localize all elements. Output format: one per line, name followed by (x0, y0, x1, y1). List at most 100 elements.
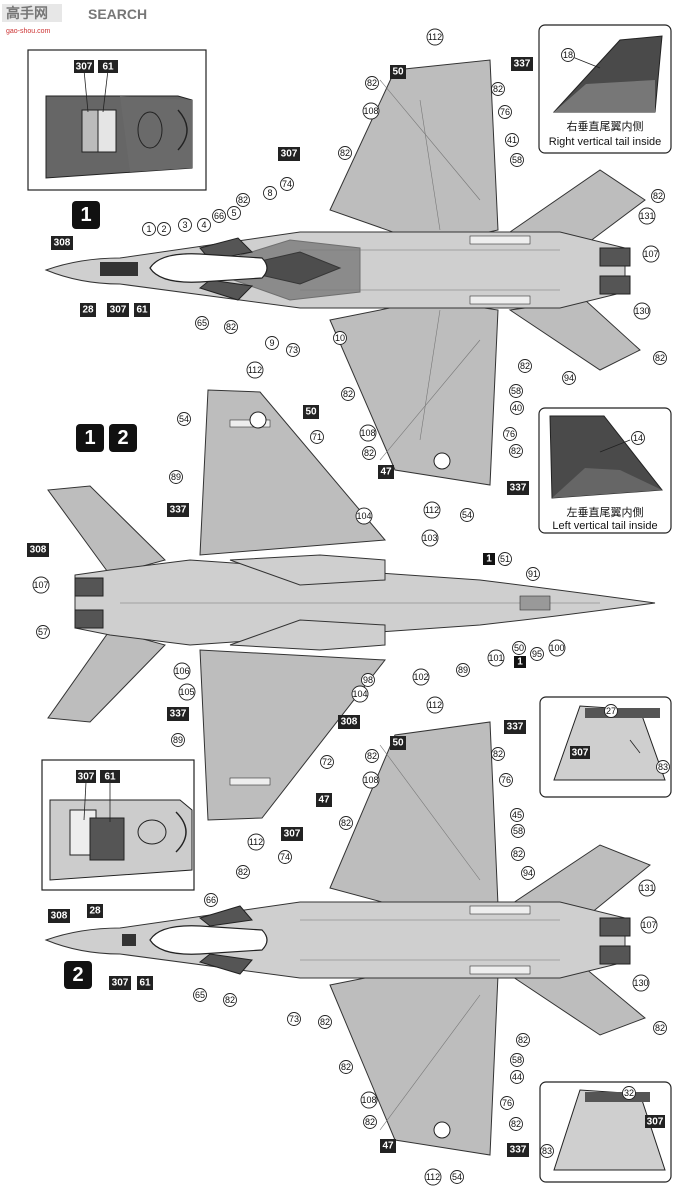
svg-text:76: 76 (500, 107, 510, 117)
svg-text:82: 82 (655, 353, 665, 363)
inset-tail-detail-2: 32 83 307 (539, 1081, 672, 1183)
callout-72-73: 72 (320, 755, 334, 769)
svg-text:91: 91 (528, 569, 538, 579)
callout-82-110: 82 (363, 1115, 377, 1129)
option-markers: 1 1 2 2 1 1 (64, 201, 526, 989)
svg-text:101: 101 (488, 653, 503, 663)
svg-text:50: 50 (514, 643, 524, 653)
svg-text:100: 100 (549, 643, 564, 653)
watermark-brand: SEARCH (88, 6, 147, 22)
svg-text:307: 307 (110, 305, 127, 316)
callout-58-84: 58 (511, 824, 525, 838)
svg-text:308: 308 (30, 545, 47, 556)
svg-text:308: 308 (54, 238, 71, 249)
option-2-marker: 2 (117, 427, 128, 449)
svg-text:66: 66 (206, 895, 216, 905)
callout-112-47: 112 (246, 361, 264, 379)
callout-108-5: 108 (362, 102, 380, 120)
option-2-marker-b: 2 (72, 964, 83, 986)
svg-text:308: 308 (51, 911, 68, 922)
callout-131-12: 131 (638, 207, 656, 225)
svg-text:82: 82 (520, 361, 530, 371)
svg-text:50: 50 (392, 738, 404, 749)
svg-text:108: 108 (361, 1095, 376, 1105)
watermark-url: gao-shou.com (6, 28, 51, 35)
svg-text:82: 82 (493, 749, 503, 759)
callout-82-4: 82 (491, 82, 505, 96)
callout-44-107: 44 (510, 1070, 524, 1084)
callout-307-98: 307 (109, 976, 131, 990)
svg-text:9: 9 (269, 338, 274, 348)
option-1-marker-b: 1 (84, 427, 95, 449)
svg-text:44: 44 (512, 1072, 522, 1082)
svg-text:112: 112 (248, 365, 262, 375)
callout-83-b: 83 (542, 1146, 552, 1156)
callout-112-114: 112 (424, 1168, 442, 1186)
callout-50-1: 50 (390, 65, 406, 79)
svg-text:3: 3 (182, 220, 187, 230)
svg-text:82: 82 (513, 849, 523, 859)
callout-74-26: 74 (280, 177, 294, 191)
svg-text:307: 307 (281, 149, 298, 160)
svg-text:65: 65 (195, 990, 205, 1000)
callout-76-6: 76 (498, 105, 512, 119)
svg-text:107: 107 (641, 920, 656, 930)
svg-text:1: 1 (146, 224, 151, 234)
inset-left-tail-caption-cn: 左垂直尾翼内側 (567, 505, 644, 519)
callout-337-113: 337 (507, 1143, 529, 1157)
svg-text:28: 28 (82, 305, 94, 316)
svg-text:337: 337 (514, 59, 531, 70)
svg-text:103: 103 (422, 533, 437, 543)
label-61-b: 61 (104, 772, 116, 783)
callout-82-11: 82 (651, 189, 665, 203)
callout-5-23: 5 (227, 206, 241, 220)
svg-text:307: 307 (284, 829, 301, 840)
callout-50-78: 50 (390, 736, 406, 750)
callout-94-88: 94 (521, 866, 535, 880)
svg-text:58: 58 (512, 1055, 522, 1065)
callout-112-0: 112 (426, 28, 444, 46)
svg-text:337: 337 (170, 709, 187, 720)
callout-100-68: 100 (548, 639, 566, 657)
callout-82-101: 82 (223, 993, 237, 1007)
svg-text:104: 104 (356, 511, 371, 521)
callout-337-44: 337 (507, 481, 529, 495)
svg-text:337: 337 (510, 1145, 527, 1156)
callout-14: 14 (633, 433, 643, 443)
callout-82-9: 82 (338, 146, 352, 160)
svg-text:76: 76 (502, 1098, 512, 1108)
callout-47-43: 47 (378, 465, 394, 479)
inset-right-tail-caption-cn: 右垂直尾翼内侧 (567, 119, 644, 133)
label-61: 61 (102, 62, 114, 73)
svg-text:108: 108 (363, 775, 378, 785)
callout-307-28: 307 (107, 303, 129, 317)
callout-337-52: 337 (167, 503, 189, 517)
callout-3-20: 3 (178, 218, 192, 232)
callout-66-91: 66 (204, 893, 218, 907)
svg-text:47: 47 (380, 467, 392, 478)
callout-105-61: 105 (178, 683, 196, 701)
callout-73-102: 73 (287, 1012, 301, 1026)
callout-106-60: 106 (173, 662, 191, 680)
callout-1-18: 1 (142, 222, 156, 236)
site-watermark: 高手网 SEARCH gao-shou.com (2, 4, 147, 35)
callout-112-45: 112 (423, 501, 441, 519)
svg-text:73: 73 (289, 1014, 299, 1024)
callout-58-8: 58 (510, 153, 524, 167)
svg-text:82: 82 (493, 84, 503, 94)
svg-text:50: 50 (392, 67, 404, 78)
svg-text:108: 108 (360, 428, 375, 438)
svg-text:131: 131 (639, 883, 654, 893)
svg-text:4: 4 (201, 220, 206, 230)
inset-left-tail-caption-en: Left vertical tail inside (552, 520, 657, 532)
svg-text:82: 82 (238, 195, 248, 205)
svg-text:82: 82 (365, 1117, 375, 1127)
svg-text:47: 47 (382, 1141, 394, 1152)
callout-307-86: 307 (281, 827, 303, 841)
callout-66-22: 66 (212, 209, 226, 223)
callout-82-36: 82 (518, 359, 532, 373)
callout-61-29: 61 (134, 303, 150, 317)
callout-108-39: 108 (359, 424, 377, 442)
callout-102-63: 102 (412, 668, 430, 686)
callout-layer: 112 50 337 82 82 108 76 4 1 58 82 307 82 131 107 1 308 2 9… (27, 28, 667, 1186)
